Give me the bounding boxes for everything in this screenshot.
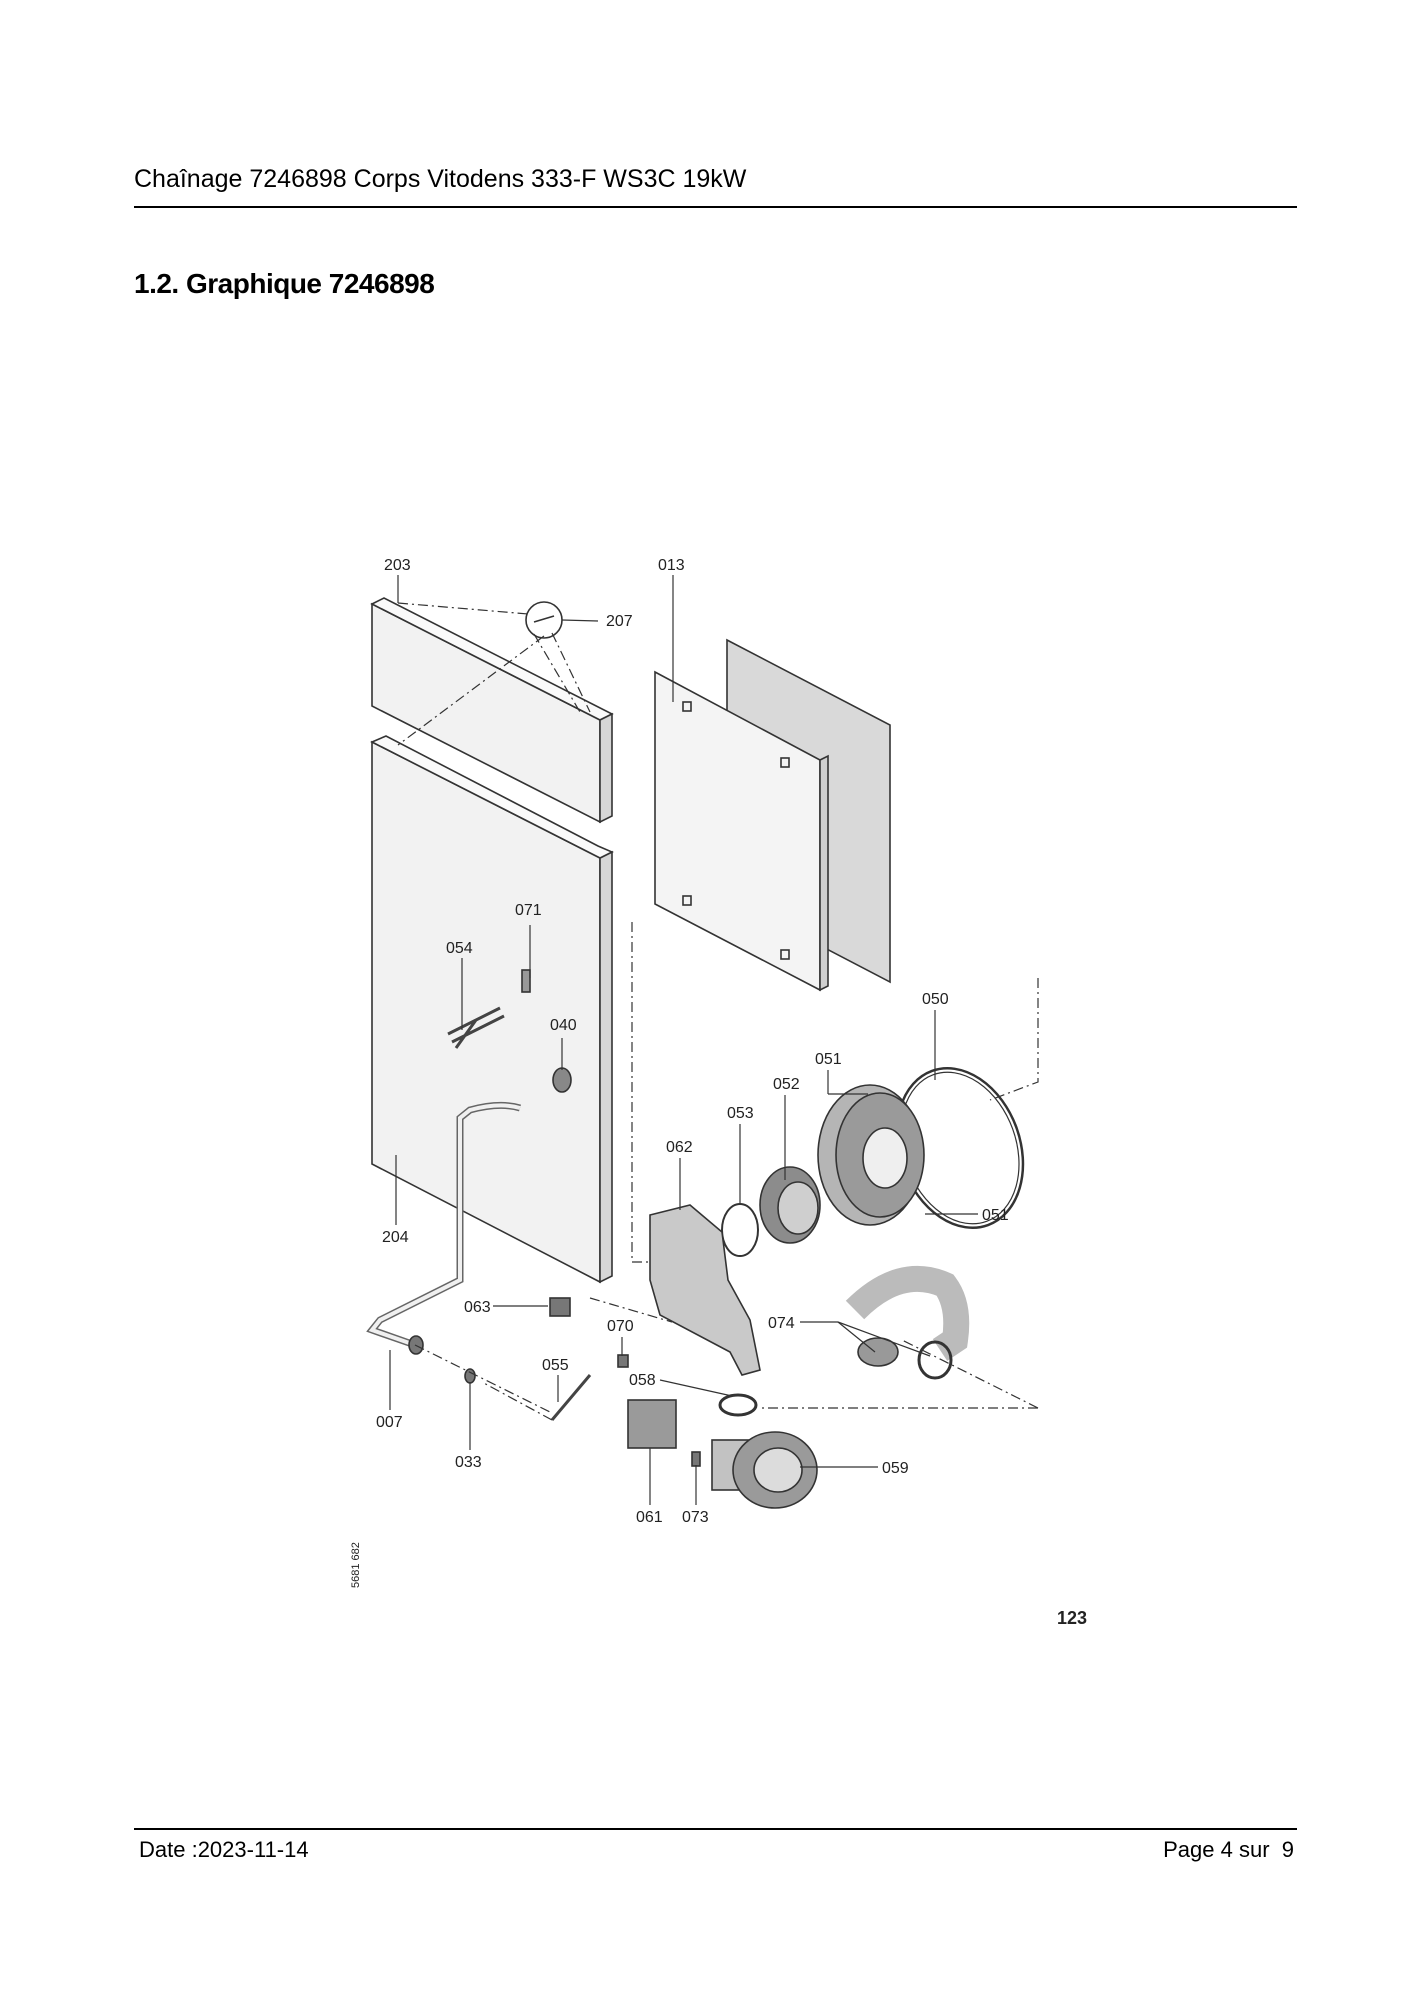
document-header-title: Chaînage 7246898 Corps Vitodens 333-F WS… <box>134 165 747 193</box>
footer-page-number: Page 4 sur 9 <box>1163 1837 1294 1862</box>
part-203-cover <box>370 597 614 824</box>
label-051-top: 051 <box>815 1051 842 1068</box>
label-007: 007 <box>376 1414 403 1431</box>
label-061: 061 <box>636 1509 663 1526</box>
label-204: 204 <box>382 1229 409 1246</box>
part-070-clip <box>617 1354 629 1368</box>
label-033: 033 <box>455 1454 482 1471</box>
label-050: 050 <box>922 991 949 1008</box>
part-074-hose <box>845 1265 970 1361</box>
label-070: 070 <box>607 1318 634 1335</box>
drawing-number: 5681 682 <box>350 1542 362 1588</box>
label-051-bottom: 051 <box>982 1207 1009 1224</box>
label-053: 053 <box>727 1105 754 1122</box>
label-063: 063 <box>464 1299 491 1316</box>
footer-date: Date :2023-11-14 <box>139 1837 309 1862</box>
label-054: 054 <box>446 940 473 957</box>
part-054-electrode <box>447 1006 505 1049</box>
label-062: 062 <box>666 1139 693 1156</box>
label-207: 207 <box>606 613 633 630</box>
part-071-bracket <box>521 969 531 993</box>
footer-divider <box>134 1828 1297 1830</box>
label-059: 059 <box>882 1460 909 1477</box>
part-040-grommet <box>552 1067 572 1093</box>
part-033-nut <box>464 1368 476 1384</box>
part-051-burner-housing <box>817 1084 925 1226</box>
part-063-switch <box>549 1297 571 1317</box>
label-055: 055 <box>542 1357 569 1374</box>
part-073-fitting <box>691 1451 701 1467</box>
label-013: 013 <box>658 557 685 574</box>
part-204-side-panel <box>370 735 614 1284</box>
section-title: 1.2. Graphique 7246898 <box>134 268 435 299</box>
header-divider <box>134 206 1297 208</box>
part-058-seal <box>718 1393 758 1417</box>
part-052-burner <box>759 1166 821 1244</box>
label-074: 074 <box>768 1315 795 1332</box>
part-013-front-panel <box>654 638 891 992</box>
label-058: 058 <box>629 1372 656 1389</box>
figure-number: 123 <box>1057 1608 1087 1628</box>
label-040: 040 <box>550 1017 577 1034</box>
label-071: 071 <box>515 902 542 919</box>
label-052: 052 <box>773 1076 800 1093</box>
part-061-gas-valve <box>627 1399 677 1449</box>
part-053-gasket <box>721 1203 759 1257</box>
part-059-fan <box>711 1431 818 1509</box>
label-203: 203 <box>384 557 411 574</box>
part-207-detail-circle <box>525 601 563 639</box>
part-055-sensor <box>550 1374 592 1421</box>
part-062-mixing-chamber <box>649 1204 761 1376</box>
label-073: 073 <box>682 1509 709 1526</box>
